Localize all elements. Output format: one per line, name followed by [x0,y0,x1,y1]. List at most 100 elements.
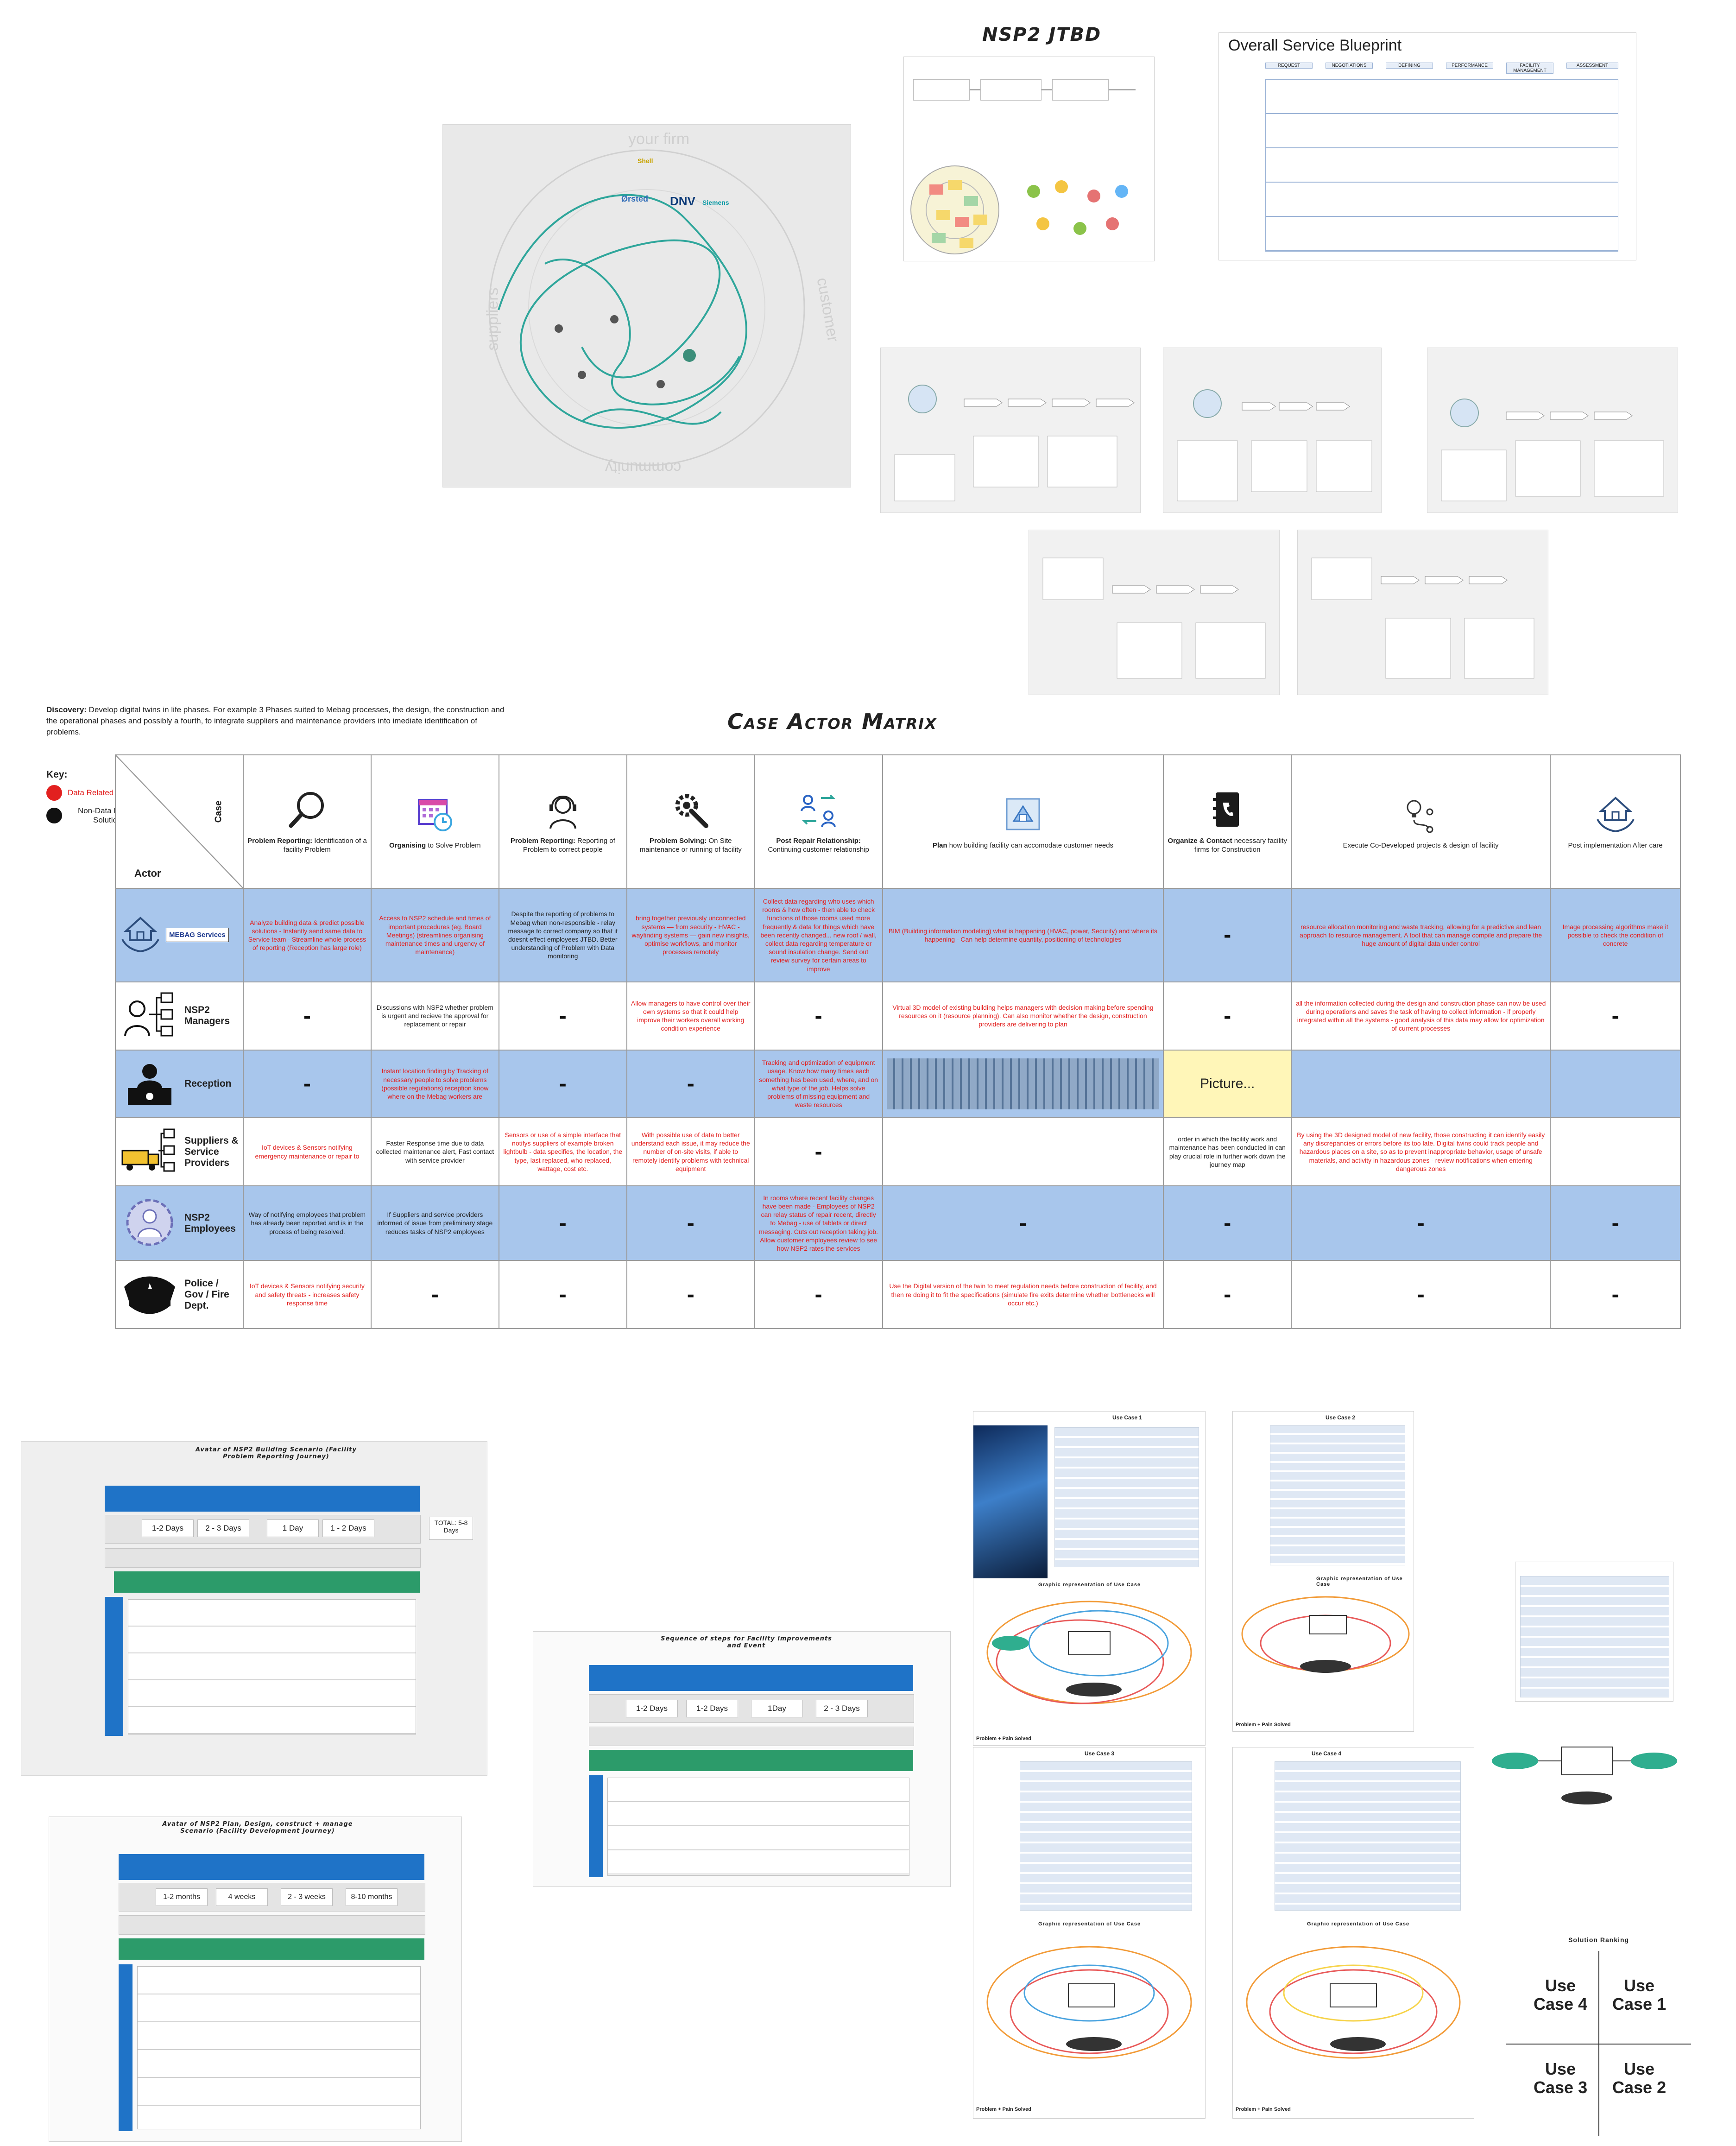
matrix-cell[interactable]: By using the 3D designed model of new fa… [1291,1117,1551,1186]
journey2-title: Sequence of steps for Facility improveme… [661,1635,832,1649]
data-solution-text: IoT devices & Sensors notifying emergenc… [255,1144,360,1160]
usecase-board-1[interactable] [880,348,1141,513]
usecase-doc-3[interactable]: Use Case 3 Graphic representation of Use… [973,1747,1206,2119]
matrix-cell[interactable]: - [754,1117,883,1186]
matrix-cell[interactable]: Faster Response time due to data collect… [370,1117,499,1186]
matrix-cell[interactable]: Tracking and optimization of equipment u… [754,1049,883,1119]
journey1-total: TOTAL: 5-8 Days [429,1517,473,1540]
matrix-cell[interactable]: BIM (Building information modeling) what… [882,888,1164,982]
usecase-doc-4[interactable]: Use Case 4 Graphic representation of Use… [1232,1747,1474,2119]
journey1-title: Avatar of NSP2 Building Scenario (Facili… [195,1446,357,1460]
journey3-time: 2 - 3 weeks [281,1888,333,1906]
matrix-cell[interactable]: - [498,981,627,1051]
matrix-cell[interactable]: Image processing algorithms make it poss… [1550,888,1681,982]
ecosystem-map-drawing [488,149,805,466]
usecase-board-4[interactable] [1029,530,1280,695]
matrix-cell[interactable]: - [626,1049,755,1119]
matrix-cell[interactable]: Virtual 3D model of existing building he… [882,981,1164,1051]
matrix-cell[interactable]: IoT devices & Sensors notifying security… [242,1260,372,1329]
service-blueprint-board[interactable]: Overall Service Blueprint REQUEST NEGOTI… [1218,32,1636,260]
matrix-cell[interactable] [882,1049,1164,1119]
matrix-cell[interactable]: - [370,1260,499,1329]
case-header-text: On Site maintenance or running of facili… [639,837,742,854]
data-solution-text: In rooms where recent facility changes h… [759,1194,878,1253]
matrix-cell[interactable] [1291,1049,1551,1119]
matrix-cell[interactable]: - [754,981,883,1051]
matrix-cell[interactable]: - [498,1049,627,1119]
matrix-cell[interactable]: Despite the reporting of problems to Meb… [498,888,627,982]
matrix-cell[interactable]: - [1291,1260,1551,1329]
matrix-cell[interactable]: - [242,1049,372,1119]
matrix-cell[interactable]: Access to NSP2 schedule and times of imp… [370,888,499,982]
journey-board-2[interactable]: Sequence of steps for Facility improveme… [533,1631,951,1887]
matrix-cell[interactable]: - [1550,1260,1681,1329]
phone-book-icon [1168,789,1287,832]
actor-label: Suppliers & Service Providers [184,1135,239,1168]
dash-mark: - [814,1139,822,1165]
case-header-text: Reporting of Problem to correct people [523,837,615,854]
matrix-cell[interactable]: IoT devices & Sensors notifying emergenc… [242,1117,372,1186]
blueprint-phase: PERFORMANCE [1446,63,1493,69]
matrix-cell[interactable]: Collect data regarding who uses which ro… [754,888,883,982]
matrix-cell[interactable] [1550,1049,1681,1119]
matrix-cell[interactable]: - [754,1260,883,1329]
usecase-board-3[interactable] [1427,348,1678,513]
usecase-board-2[interactable] [1163,348,1382,513]
journey-board-1[interactable]: Avatar of NSP2 Building Scenario (Facili… [21,1441,487,1776]
case-header-text: Continuing customer relationship [768,846,869,854]
jtbd-board[interactable] [903,57,1155,261]
matrix-cell[interactable]: Sensors or use of a simple interface tha… [498,1117,627,1186]
matrix-cell[interactable]: - [1550,981,1681,1051]
matrix-cell[interactable]: With possible use of data to better unde… [626,1117,755,1186]
matrix-cell[interactable]: Instant location finding by Tracking of … [370,1049,499,1119]
matrix-cell[interactable]: - [1291,1185,1551,1261]
journey2-time: 1-2 Days [626,1700,678,1717]
usecase-doc-5[interactable] [1515,1562,1673,1702]
case-header-bold: Problem Solving: [649,837,707,845]
matrix-cell[interactable]: Allow managers to have control over thei… [626,981,755,1051]
usecase-doc-2[interactable]: Use Case 2 Graphic representation of Use… [1232,1411,1414,1732]
matrix-cell[interactable]: Way of notifying employees that problem … [242,1185,372,1261]
matrix-cell[interactable]: Discussions with NSP2 whether problem is… [370,981,499,1051]
matrix-cell[interactable]: - [626,1185,755,1261]
matrix-cell[interactable]: - [1163,888,1292,982]
calendar-clock-icon [375,793,495,837]
matrix-cell[interactable]: - [626,1260,755,1329]
matrix-cell[interactable]: If Suppliers and service providers infor… [370,1185,499,1261]
matrix-cell[interactable]: - [1163,981,1292,1051]
matrix-cell[interactable]: In rooms where recent facility changes h… [754,1185,883,1261]
matrix-cell[interactable]: - [498,1260,627,1329]
matrix-cell[interactable]: Use the Digital version of the twin to m… [882,1260,1164,1329]
case-header: Problem Reporting: Reporting of Problem … [498,754,627,889]
matrix-cell[interactable]: resource allocation monitoring and waste… [1291,888,1551,982]
matrix-row: Police / Gov / Fire Dept.IoT devices & S… [115,1260,1681,1329]
nondata-solution-text: Despite the reporting of problems to Meb… [508,910,618,960]
matrix-cell[interactable]: - [882,1185,1164,1261]
key-black-dot-icon [46,808,62,823]
matrix-cell[interactable]: bring together previously unconnected sy… [626,888,755,982]
matrix-title: Case Actor Matrix [727,709,937,734]
data-solution-text: Analyze building data & predict possible… [248,918,366,952]
matrix-cell[interactable]: - [498,1185,627,1261]
journey-board-3[interactable]: Avatar of NSP2 Plan, Design, construct +… [49,1817,462,2142]
matrix-cell[interactable]: - [242,981,372,1051]
matrix-cell[interactable] [882,1117,1164,1186]
matrix-cell[interactable]: - [1550,1185,1681,1261]
idea-process-icon [1295,793,1546,837]
discovery-label: Discovery: [46,705,87,714]
ecosystem-map-board[interactable]: your firm customer community suppliers D… [442,124,851,487]
discovery-text: Develop digital twins in life phases. Fo… [46,705,505,736]
matrix-cell[interactable]: - [1163,1260,1292,1329]
dash-mark: - [559,1071,567,1096]
dash-mark: - [559,1211,567,1236]
matrix-cell[interactable]: Picture... [1163,1049,1292,1119]
usecase-board-5[interactable] [1297,530,1548,695]
matrix-cell[interactable]: - [1163,1185,1292,1261]
usecase-doc-1[interactable]: Use Case 1 Graphic representation of Use… [973,1411,1206,1746]
matrix-cell[interactable]: all the information collected during the… [1291,981,1551,1051]
matrix-cell[interactable]: order in which the facility work and mai… [1163,1117,1292,1186]
matrix-cell[interactable] [1550,1117,1681,1186]
dash-mark: - [1224,1282,1231,1307]
matrix-cell[interactable]: Analyze building data & predict possible… [242,888,372,982]
